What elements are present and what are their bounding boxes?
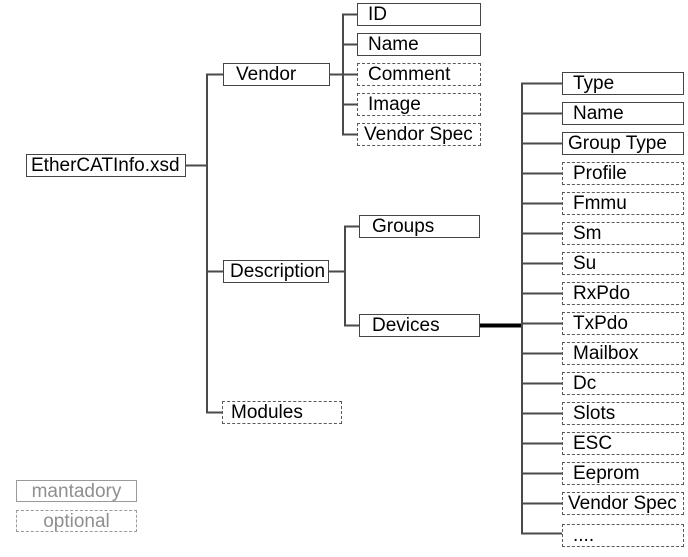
node-rxpdo: RxPdo — [562, 282, 684, 305]
node-modules: Modules — [222, 401, 342, 424]
node-slots: Slots — [562, 402, 684, 425]
node-group-type: Group Type — [562, 132, 684, 155]
node-ethercatinfo-root: EtherCATInfo.xsd — [26, 154, 186, 177]
node-vendor: Vendor — [223, 63, 330, 86]
node-su: Su — [562, 252, 684, 275]
node-mailbox: Mailbox — [562, 342, 684, 365]
node-name: Name — [357, 33, 481, 56]
node-devices: Devices — [359, 314, 480, 337]
node-dc: Dc — [562, 372, 684, 395]
legend-mandatory: mantadory — [16, 480, 137, 502]
node-esc: ESC — [562, 432, 684, 455]
devices-children-spine — [480, 82, 563, 535]
node-profile: Profile — [562, 162, 684, 185]
node-comment: Comment — [357, 63, 481, 86]
node-description: Description — [223, 260, 329, 283]
legend-optional: optional — [16, 510, 137, 532]
node-id: ID — [357, 3, 481, 26]
description-children-spine — [328, 225, 360, 327]
node-fmmu: Fmmu — [562, 192, 684, 215]
node-image: Image — [357, 93, 481, 116]
node-type: Type — [562, 72, 684, 95]
node-sm: Sm — [562, 222, 684, 245]
node-groups: Groups — [359, 215, 480, 238]
node-device-name: Name — [562, 102, 684, 125]
node-device-vendor-spec: Vendor Spec — [562, 492, 684, 515]
node-eeprom: Eeprom — [562, 462, 684, 485]
node-vendor-spec: Vendor Spec — [357, 123, 481, 146]
level1-spine — [184, 73, 224, 414]
node-ellipsis: .... — [562, 524, 684, 547]
node-txpdo: TxPdo — [562, 312, 684, 335]
vendor-children-spine — [328, 13, 358, 136]
